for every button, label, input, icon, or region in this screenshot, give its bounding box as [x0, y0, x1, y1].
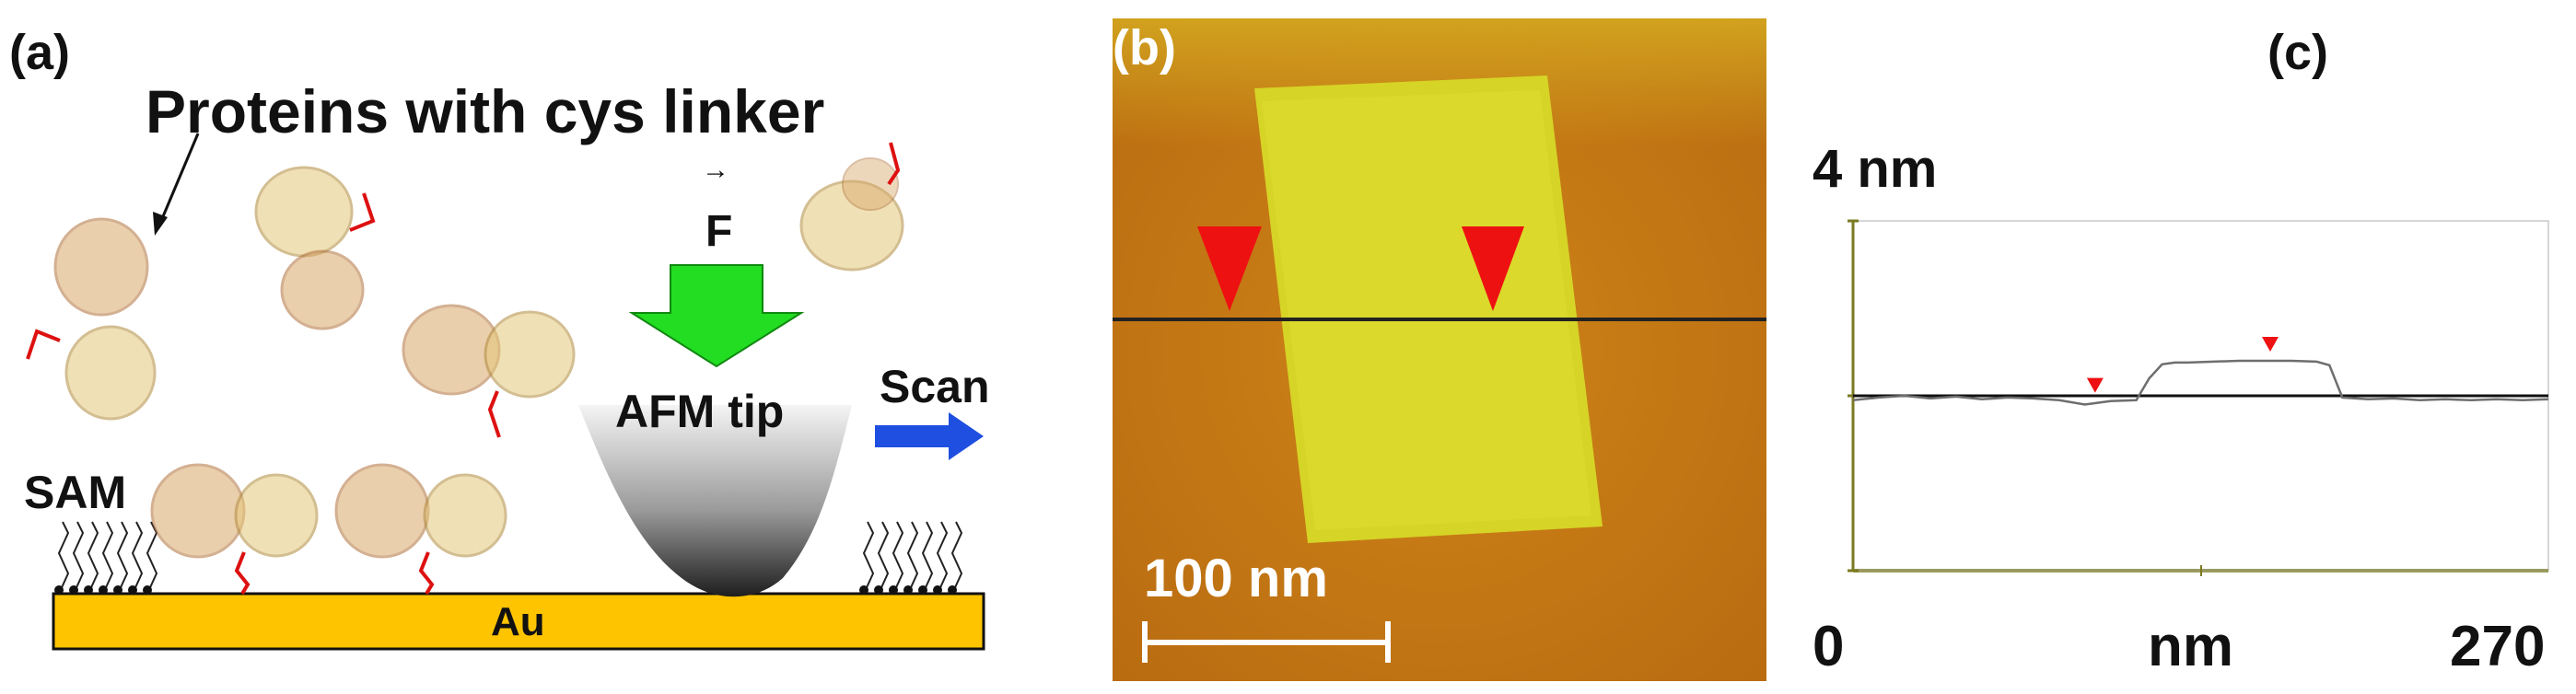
marker-right: [1462, 226, 1524, 311]
profile-marker-1: [2086, 377, 2104, 393]
sam-layer-left: [57, 521, 158, 595]
pointer-arrow: [153, 133, 200, 236]
substrate-label: Au: [491, 599, 545, 644]
marker-left: [1197, 226, 1262, 311]
panel-a-label: (a): [9, 25, 70, 80]
sam-layer-right: [862, 521, 963, 595]
x-end-label: 270: [2450, 615, 2546, 678]
proteins-title: Proteins with cys linker: [146, 77, 825, 145]
panel-c-label: (c): [2267, 25, 2328, 80]
protein-floating-1: [26, 217, 157, 421]
force-arrow-symbol: →: [702, 155, 729, 185]
protein-floating-4: [799, 142, 904, 272]
scan-arrow: [875, 412, 984, 460]
protein-bound-1: [150, 463, 319, 596]
profile-trace: [1852, 359, 2549, 406]
panel-c-chart: [1847, 219, 2549, 576]
x-start-label: 0: [1813, 615, 1845, 678]
panel-b: [1113, 18, 1766, 681]
y-top-label: 4 nm: [1813, 139, 1938, 199]
sam-heads-left: [54, 585, 152, 595]
gold-substrate: [52, 592, 985, 651]
protein-floating-3: [402, 304, 576, 438]
protein-floating-2: [254, 166, 376, 330]
scan-label: Scan: [880, 361, 990, 412]
protein-bound-2: [334, 463, 507, 596]
afm-tip-label: AFM tip: [615, 386, 785, 437]
scale-bar-label: 100 nm: [1144, 549, 1328, 608]
force-symbol: F: [705, 207, 733, 256]
panel-b-label: (b): [1113, 20, 1176, 75]
panel-a: [26, 133, 985, 651]
x-unit-label: nm: [2148, 615, 2233, 678]
force-arrow: [628, 264, 805, 368]
afm-tip: [578, 405, 852, 597]
profile-marker-2: [2262, 337, 2279, 352]
sam-heads-right: [859, 585, 957, 595]
sam-label: SAM: [24, 467, 127, 518]
